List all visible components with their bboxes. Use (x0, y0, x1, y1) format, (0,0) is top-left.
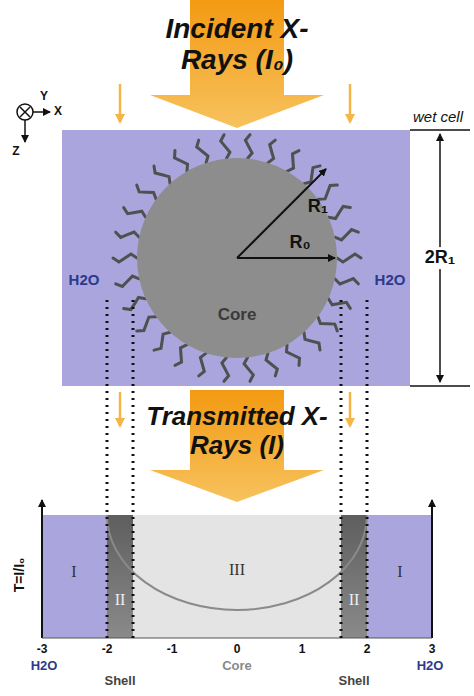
region-label: II (115, 591, 126, 609)
radius-label: R₁ (308, 197, 328, 217)
ligand (328, 299, 350, 309)
ligand (116, 276, 140, 286)
axis-title: T=I/I₀ (12, 558, 27, 593)
wet-cell-region: Corewet cellH2OH2O (62, 130, 410, 386)
radius-arrow (237, 257, 335, 259)
ligand (304, 332, 320, 350)
tick-label: 1 (299, 643, 306, 656)
cell-edge (410, 129, 470, 131)
beam-title: Incident X-Rays (I₀) (142, 14, 332, 76)
region-name: Core (222, 659, 252, 673)
ligand (137, 185, 156, 199)
axis-icon (20, 107, 30, 117)
ligand (221, 135, 230, 159)
ligand (124, 208, 146, 218)
ligand (268, 140, 275, 163)
x-axis (42, 638, 432, 639)
y-axis (431, 500, 433, 638)
axis-icon (17, 104, 33, 120)
projection-lines (107, 300, 367, 638)
radius-label: R₀ (289, 233, 310, 253)
beam-title: Transmitted X-Rays (I) (142, 402, 332, 459)
region-label: III (229, 561, 245, 579)
medium-label: H2O (375, 272, 406, 289)
ligand (175, 151, 188, 172)
ligand (199, 353, 206, 376)
wet-cell (62, 130, 410, 386)
ligand (175, 345, 187, 366)
region-label: I (71, 563, 76, 581)
tick-label: 3 (429, 643, 436, 656)
ligand (137, 317, 156, 331)
ligand (304, 166, 320, 184)
beam-arrow (119, 392, 122, 426)
ligand (154, 166, 170, 184)
tick-label: 2 (364, 643, 371, 656)
ligand (287, 345, 300, 366)
region-name: H2O (417, 659, 444, 673)
core-circle (137, 158, 337, 358)
axis-icon (20, 107, 30, 117)
cell-label: wet cell (413, 109, 463, 126)
region-label: II (349, 591, 360, 609)
beam-arrow (119, 84, 122, 122)
water-region (42, 515, 107, 638)
tick-label: -3 (37, 643, 48, 656)
tick-label: -1 (167, 643, 178, 656)
ligand (116, 232, 140, 237)
ligand (287, 151, 299, 172)
shell-region (341, 515, 367, 638)
axis-arrow (33, 111, 50, 113)
ligand (337, 254, 361, 262)
ligand (222, 358, 229, 382)
core-label: Core (218, 306, 257, 325)
region-label: I (397, 563, 402, 581)
ligand (266, 353, 277, 376)
ligand (197, 140, 208, 163)
cell-edge (410, 385, 470, 387)
beam-arrow (349, 84, 352, 122)
axis-label: Y (40, 90, 48, 103)
region-name: Shell (338, 674, 369, 688)
axis-label: Z (12, 145, 19, 158)
shell-region (107, 515, 133, 638)
ligand (124, 298, 146, 310)
ligand (245, 135, 252, 159)
transmission-curve (107, 515, 367, 610)
ligand (335, 279, 359, 284)
y-axis (41, 500, 43, 638)
dimension-label: 2R₁ (423, 247, 457, 269)
core-particle: Core (137, 158, 337, 358)
tick-label: 0 (234, 643, 241, 656)
axis-label: X (54, 105, 62, 118)
core-region (133, 515, 341, 638)
water-region (367, 515, 432, 638)
region-name: H2O (31, 659, 58, 673)
ligand (154, 332, 170, 350)
medium-label: H2O (69, 272, 100, 289)
tick-label: -2 (102, 643, 113, 656)
ligand (328, 206, 350, 218)
ligand (318, 317, 337, 331)
ligand (335, 230, 359, 240)
axis-arrow (24, 120, 26, 142)
region-name: Shell (104, 674, 135, 688)
beam-arrow (349, 392, 352, 426)
ligand (244, 358, 253, 382)
ligand (113, 254, 137, 262)
